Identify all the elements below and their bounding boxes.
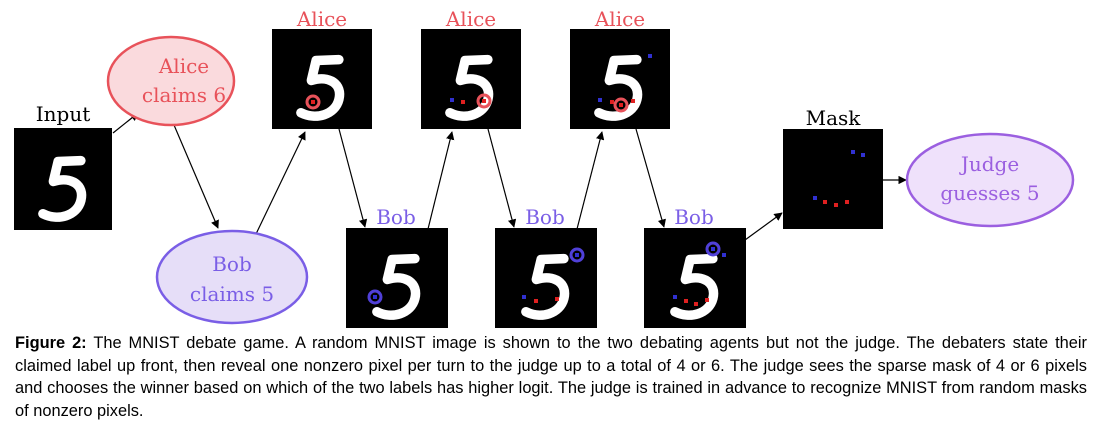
alice-pick-ring-2 bbox=[476, 93, 492, 109]
bob-claim-line2: claims 5 bbox=[190, 282, 274, 306]
judge-node: Judge guesses 5 bbox=[905, 132, 1075, 228]
input-image bbox=[14, 128, 112, 230]
alice-claim-line2: claims 6 bbox=[142, 83, 226, 107]
bob-turn-3-label: Bob bbox=[674, 205, 714, 229]
input-label: Input bbox=[36, 102, 91, 126]
alice-pick-ring-3 bbox=[613, 97, 629, 113]
alice-claim-line1: Alice bbox=[158, 54, 209, 78]
bob-turn-1-label: Bob bbox=[376, 205, 416, 229]
alice-claim-node: Alice claims 6 bbox=[106, 35, 236, 127]
bob-pick-ring-1 bbox=[367, 289, 383, 305]
caption-label: Figure 2: bbox=[15, 334, 87, 352]
alice-turn-3-image bbox=[570, 29, 670, 129]
bob-turn-3-image bbox=[644, 228, 746, 328]
flow-arrows bbox=[112, 112, 907, 241]
mask-label: Mask bbox=[806, 106, 862, 130]
bob-pick-ring-2 bbox=[569, 247, 585, 263]
alice-pick-ring-1 bbox=[305, 94, 321, 110]
alice-turn-1-label: Alice bbox=[296, 7, 347, 31]
caption-text: The MNIST debate game. A random MNIST im… bbox=[15, 334, 1087, 420]
mask-image bbox=[783, 129, 883, 229]
bob-turn-1-image bbox=[346, 228, 448, 328]
debate-diagram: Input Alice claims 6 Bob claims 5 Alice … bbox=[14, 7, 1075, 328]
judge-line1: Judge bbox=[959, 152, 1019, 176]
figure-caption: Figure 2: The MNIST debate game. A rando… bbox=[15, 332, 1087, 422]
judge-line2: guesses 5 bbox=[940, 181, 1039, 205]
alice-turn-1-image bbox=[272, 29, 372, 129]
bob-claim-node: Bob claims 5 bbox=[155, 229, 309, 325]
bob-claim-line1: Bob bbox=[212, 252, 252, 276]
bob-turn-2-image bbox=[495, 228, 597, 328]
bob-turn-2-label: Bob bbox=[525, 205, 565, 229]
bob-pick-ring-3 bbox=[705, 241, 721, 257]
alice-turn-2-image bbox=[421, 29, 521, 129]
alice-turn-2-label: Alice bbox=[445, 7, 496, 31]
alice-turn-3-label: Alice bbox=[594, 7, 645, 31]
